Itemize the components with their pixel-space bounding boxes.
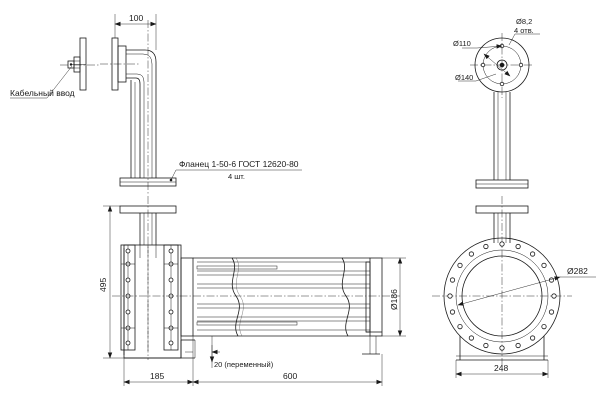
dim-d140-text: Ø140 — [455, 73, 473, 82]
cable-entry-label: Кабельный ввод — [10, 88, 75, 98]
dim-600-text: 600 — [283, 371, 297, 381]
dim-d186 — [382, 257, 406, 337]
flange-top-view — [458, 33, 540, 189]
dim-248 — [455, 360, 549, 378]
holes-text: 4 отв. — [514, 26, 534, 35]
dim-495-text: 495 — [98, 278, 108, 292]
tank-end-view — [432, 196, 596, 372]
dim-248-text: 248 — [494, 363, 508, 373]
dim-d110-text: Ø110 — [453, 39, 471, 48]
elbow-pipe-front — [100, 20, 177, 195]
flange-callout — [169, 169, 302, 182]
dim-185-text: 185 — [150, 371, 164, 381]
flange-label: Фланец 1-50-6 ГОСТ 12620-80 — [179, 159, 299, 169]
dim-20-text: 20 (переменный) — [214, 360, 274, 369]
flange-qty-label: 4 шт. — [228, 172, 245, 181]
tank-front-view — [112, 196, 400, 360]
cable-entry-detail — [10, 37, 100, 99]
dim-495 — [103, 205, 124, 359]
dim-d282-text: Ø282 — [567, 266, 588, 276]
dim-d8-text: Ø8,2 — [516, 17, 532, 26]
dim-d186-text: Ø186 — [389, 289, 399, 310]
dim-100 — [114, 14, 157, 50]
bolts-left — [125, 248, 174, 346]
dim-bottom — [123, 354, 383, 386]
dim-20 — [185, 336, 220, 368]
dim-100-text: 100 — [129, 13, 143, 23]
